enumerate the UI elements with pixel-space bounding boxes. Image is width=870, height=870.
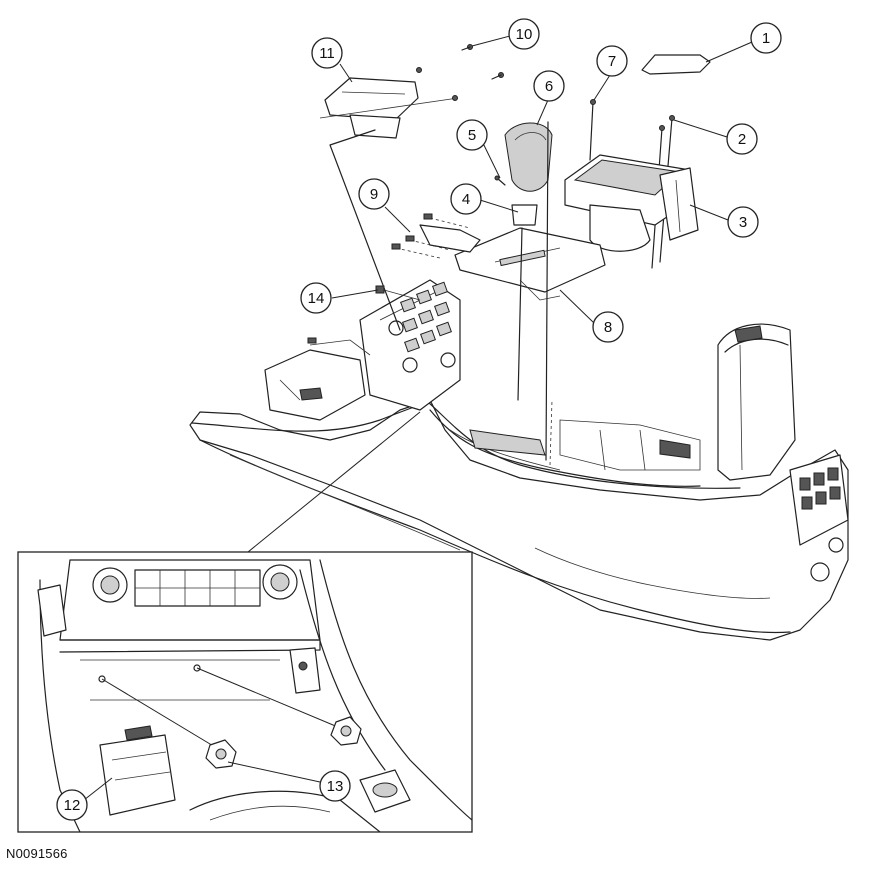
shift-knob-part [504, 122, 553, 192]
screw-part-7 [589, 99, 596, 161]
callout-label: 2 [738, 131, 746, 148]
trim-panel-part [319, 67, 459, 331]
detail-pointer-line [247, 411, 421, 553]
boot-collar-part [511, 204, 538, 226]
figure-id-label: N0091566 [6, 846, 68, 861]
storage-bin-part [564, 154, 699, 252]
callout-label: 8 [604, 319, 612, 336]
callout-label: 4 [462, 191, 470, 208]
callout-1: 1 [750, 22, 782, 54]
callout-11: 11 [311, 37, 343, 69]
callout-label: 14 [308, 290, 325, 307]
rear-controls [789, 454, 849, 582]
floor-console-body [189, 394, 849, 641]
front-control-panel [359, 279, 461, 411]
callout-5: 5 [456, 119, 488, 151]
front-bracket [264, 339, 371, 421]
shifter-rod [517, 227, 523, 401]
callout-label: 11 [319, 45, 335, 62]
callout-label: 3 [739, 214, 747, 231]
callout-9: 9 [358, 178, 390, 210]
callout-label: 5 [468, 127, 476, 144]
callout-12: 12 [56, 789, 88, 821]
bolt-markers-left [307, 213, 433, 344]
callout-4: 4 [450, 183, 482, 215]
armrest-tower [717, 323, 796, 481]
callout-label: 12 [64, 797, 81, 814]
clip-part [375, 285, 421, 301]
callout-2: 2 [726, 123, 758, 155]
callout-10: 10 [508, 18, 540, 50]
cover-trim-part [641, 54, 711, 75]
side-trim-part [419, 224, 481, 253]
callout-13: 13 [319, 770, 351, 802]
screw-part-10 [461, 44, 504, 80]
callout-label: 1 [762, 30, 770, 47]
callout-8: 8 [592, 311, 624, 343]
callout-label: 7 [608, 53, 616, 70]
callout-14: 14 [300, 282, 332, 314]
callout-6: 6 [533, 70, 565, 102]
callout-label: 6 [545, 78, 553, 95]
callout-label: 9 [370, 186, 378, 203]
shifter-bezel-plate [454, 227, 606, 301]
set-screw-part [494, 175, 506, 186]
callout-7: 7 [596, 45, 628, 77]
alignment-lines [395, 217, 553, 466]
detail-inset [17, 551, 473, 833]
callout-3: 3 [727, 206, 759, 238]
callout-label: 10 [516, 26, 533, 43]
leader-lines [83, 35, 753, 801]
callout-label: 13 [327, 778, 344, 795]
